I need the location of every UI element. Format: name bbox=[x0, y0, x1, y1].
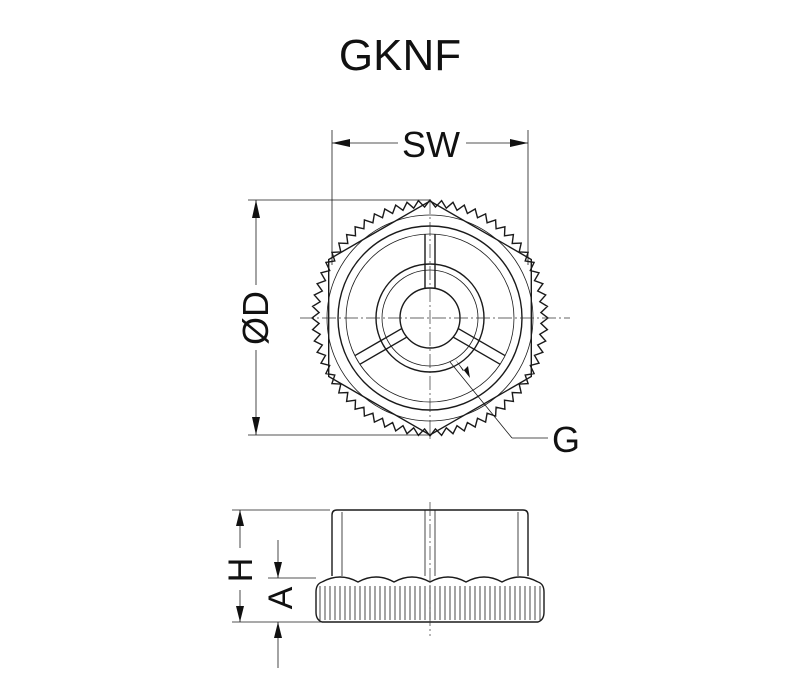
web-rib-edge bbox=[359, 336, 407, 365]
g-leader-arrow bbox=[455, 359, 470, 378]
h-label: H bbox=[222, 558, 260, 583]
od-arrow-top bbox=[252, 200, 260, 218]
od-label: ØD bbox=[235, 291, 276, 345]
h-arrow-bottom bbox=[236, 606, 244, 622]
a-arrow-top bbox=[274, 562, 282, 578]
flange-knurl-lines bbox=[319, 586, 541, 620]
web-ribs bbox=[354, 234, 506, 365]
web-rib-edge bbox=[354, 328, 402, 357]
web-rib-edge bbox=[453, 336, 501, 365]
side-view: H A bbox=[222, 502, 545, 668]
a-arrow-bottom bbox=[274, 622, 282, 638]
drawing-title: GKNF bbox=[339, 31, 461, 80]
sw-arrow-left bbox=[332, 139, 350, 147]
g-label: G bbox=[552, 419, 580, 460]
od-arrow-bottom bbox=[252, 417, 260, 435]
sw-arrow-right bbox=[510, 139, 528, 147]
sw-label: SW bbox=[402, 124, 460, 165]
a-label: A bbox=[262, 586, 300, 609]
web-rib-edge bbox=[458, 328, 506, 357]
top-view: SW ØD G bbox=[235, 124, 580, 460]
g-leader-line bbox=[449, 361, 513, 439]
h-arrow-top bbox=[236, 510, 244, 526]
